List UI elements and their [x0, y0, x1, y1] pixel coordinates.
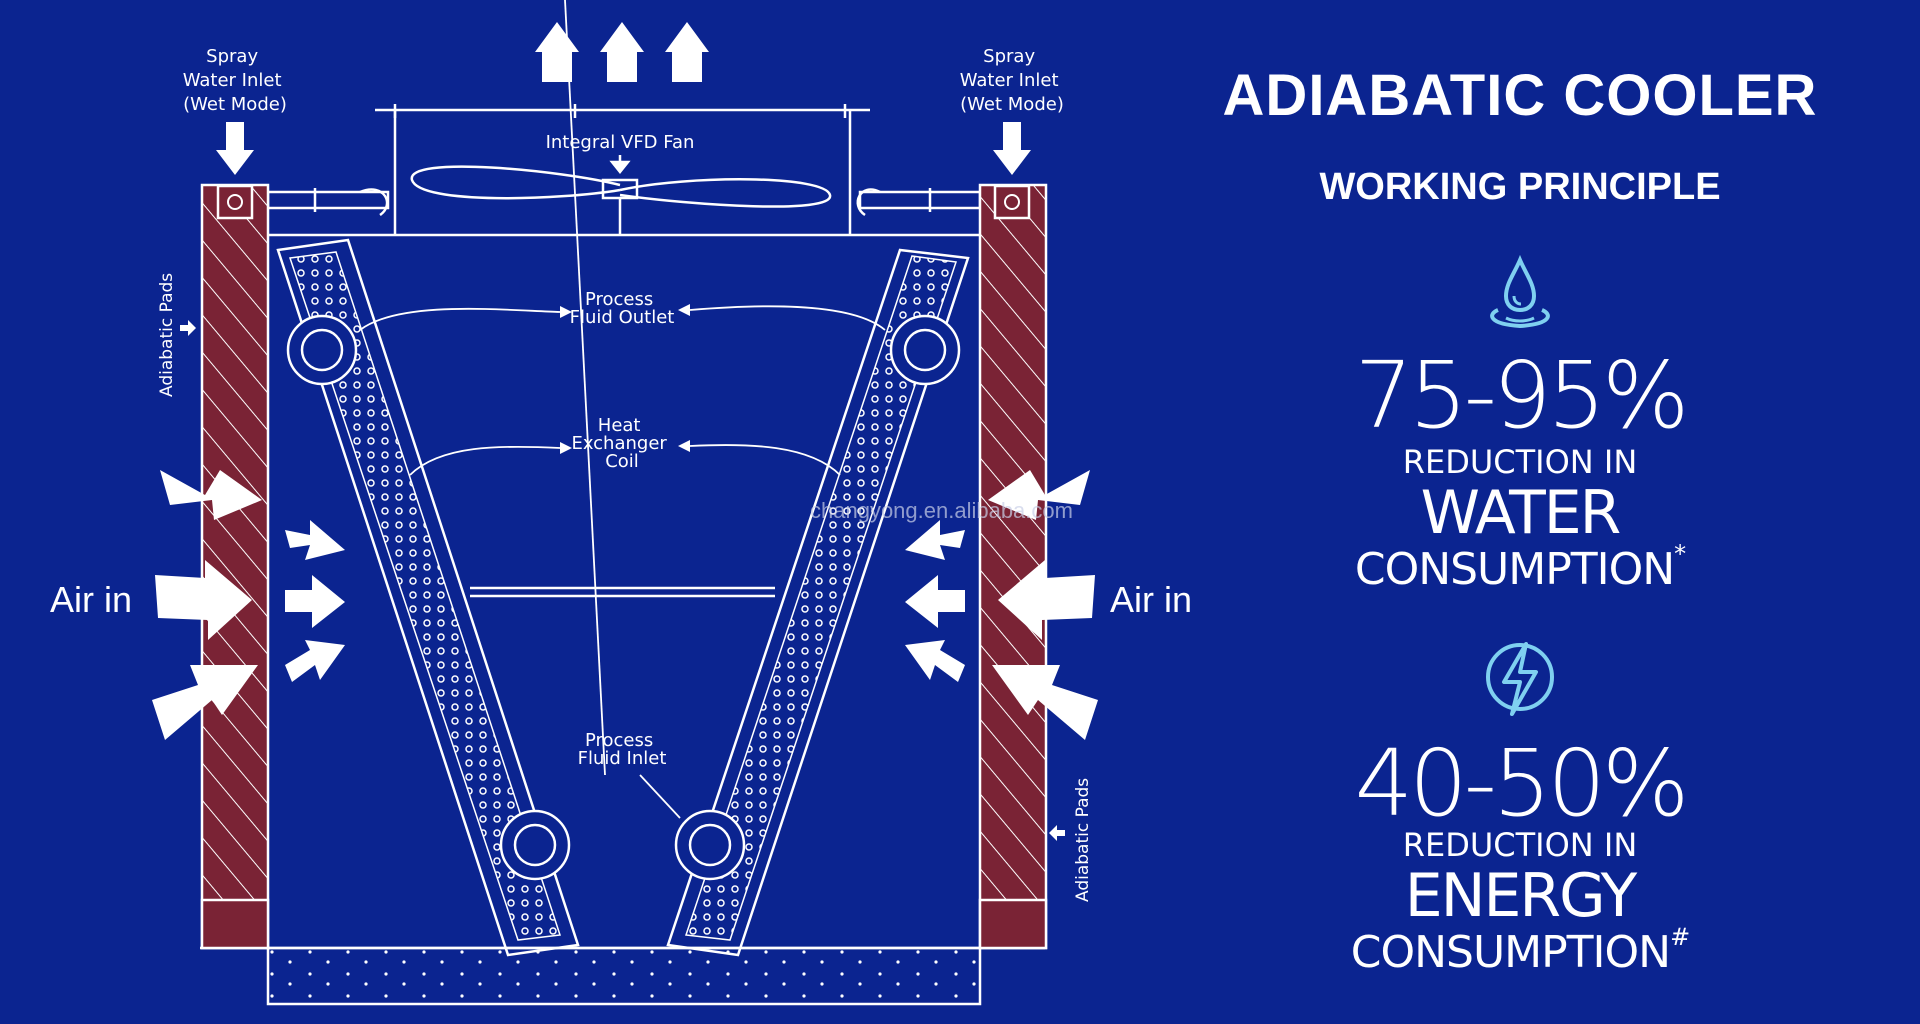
- spray-inlet-right-label: Spray Water Inlet (Wet Mode): [960, 46, 1065, 115]
- air-in-left-label: Air in: [50, 579, 132, 620]
- basin: [270, 950, 978, 1002]
- air-in-arrows-right: [905, 470, 1098, 740]
- pads-left-label: Adiabatic Pads: [157, 273, 177, 397]
- fan-label: Integral VFD Fan: [546, 132, 695, 153]
- lightning-bolt-icon: [1470, 632, 1570, 722]
- heat-exchanger-coil-left: [276, 238, 580, 957]
- leader-lines: [359, 0, 886, 819]
- fan-assembly: [375, 104, 870, 235]
- page-subtitle: WORKING PRINCIPLE: [1319, 166, 1721, 208]
- energy-stat-line1: REDUCTION IN: [1402, 826, 1638, 864]
- exhaust-arrows: [535, 22, 709, 82]
- coil-label: Heat Exchanger Coil: [571, 415, 672, 472]
- energy-stat-value: 40-50%: [1354, 730, 1690, 837]
- spray-inlet-arrows: [216, 122, 1031, 175]
- fluid-outlet-label: Process Fluid Outlet: [570, 289, 675, 328]
- water-stat-value: 75-95%: [1354, 342, 1690, 449]
- water-stat-line1: REDUCTION IN: [1402, 443, 1638, 481]
- cooler-frame: [200, 233, 1045, 1006]
- fluid-inlet-label: Process Fluid Inlet: [578, 730, 667, 769]
- energy-stat-line2: ENERGY: [1404, 861, 1638, 931]
- cooler-diagram: Spray Water Inlet (Wet Mode) Spray Water…: [50, 0, 1192, 1006]
- pad-pointer-arrows: [180, 320, 1065, 841]
- stats-panel: ADIABATIC COOLER WORKING PRINCIPLE 75-95…: [1190, 0, 1850, 1024]
- pads-right-label: Adiabatic Pads: [1073, 778, 1093, 902]
- watermark: changyong.en.alibaba.com: [810, 498, 1073, 523]
- energy-stat-line3: CONSUMPTION#: [1350, 923, 1690, 978]
- adiabatic-pad-left: [200, 183, 270, 950]
- water-stat-line3: CONSUMPTION*: [1354, 540, 1686, 595]
- leader-arrowheads: [560, 304, 690, 454]
- adiabatic-pad-right: [978, 183, 1048, 950]
- spray-pipes: [266, 188, 982, 217]
- air-in-arrows-left: [152, 470, 345, 740]
- page-title: ADIABATIC COOLER: [1222, 63, 1818, 128]
- water-stat-line2: WATER: [1420, 478, 1622, 548]
- water-drop-icon: [1470, 252, 1570, 342]
- air-in-right-label: Air in: [1110, 579, 1192, 620]
- spray-inlet-left-label: Spray Water Inlet (Wet Mode): [183, 46, 288, 115]
- heat-exchanger-coil-right: [666, 248, 970, 957]
